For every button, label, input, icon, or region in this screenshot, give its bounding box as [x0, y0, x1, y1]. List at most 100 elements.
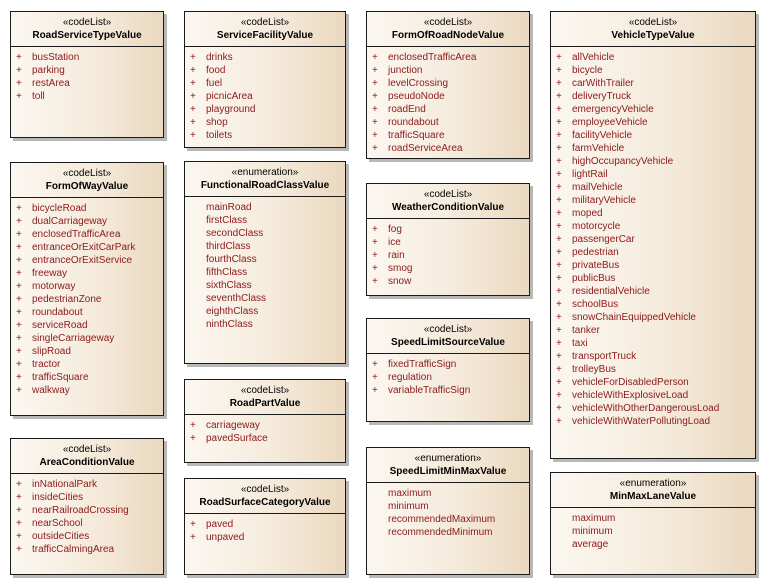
class-attribute[interactable]: +roadEnd — [367, 103, 529, 116]
class-attribute[interactable]: recommendedMinimum — [367, 526, 529, 539]
class-attribute[interactable]: +roundabout — [11, 306, 163, 319]
class-attribute[interactable]: +vehicleWithWaterPollutingLoad — [551, 415, 755, 428]
class-attribute[interactable]: +rain — [367, 249, 529, 262]
class-attribute[interactable]: +tanker — [551, 324, 755, 337]
class-attribute[interactable]: +variableTrafficSign — [367, 384, 529, 397]
class-attribute[interactable]: ninthClass — [185, 318, 345, 331]
class-road-service-type-value[interactable]: «codeList»RoadServiceTypeValue+busStatio… — [10, 11, 164, 138]
class-attribute[interactable]: +employeeVehicle — [551, 116, 755, 129]
class-attribute[interactable]: firstClass — [185, 214, 345, 227]
class-attribute[interactable]: +trafficCalmingArea — [11, 543, 163, 556]
class-attribute[interactable]: +enclosedTrafficArea — [11, 228, 163, 241]
class-attribute[interactable]: +regulation — [367, 371, 529, 384]
class-attribute[interactable]: +motorcycle — [551, 220, 755, 233]
class-attribute[interactable]: +publicBus — [551, 272, 755, 285]
class-attribute[interactable]: seventhClass — [185, 292, 345, 305]
class-attribute[interactable]: +entranceOrExitCarPark — [11, 241, 163, 254]
class-attribute[interactable]: +tractor — [11, 358, 163, 371]
class-attribute[interactable]: +vehicleWithExplosiveLoad — [551, 389, 755, 402]
class-attribute[interactable]: +toll — [11, 90, 163, 103]
class-attribute[interactable]: +pseudoNode — [367, 90, 529, 103]
class-attribute[interactable]: +vehicleWithOtherDangerousLoad — [551, 402, 755, 415]
class-attribute[interactable]: +transportTruck — [551, 350, 755, 363]
class-attribute[interactable]: +vehicleForDisabledPerson — [551, 376, 755, 389]
class-attribute[interactable]: +motorway — [11, 280, 163, 293]
class-attribute[interactable]: +restArea — [11, 77, 163, 90]
class-attribute[interactable]: +singleCarriageway — [11, 332, 163, 345]
class-attribute[interactable]: +slipRoad — [11, 345, 163, 358]
class-attribute[interactable]: minimum — [551, 525, 755, 538]
class-attribute[interactable]: +unpaved — [185, 531, 345, 544]
class-attribute[interactable]: +carWithTrailer — [551, 77, 755, 90]
class-road-part-value[interactable]: «codeList»RoadPartValue+carriageway+pave… — [184, 379, 346, 463]
class-area-condition-value[interactable]: «codeList»AreaConditionValue+inNationalP… — [10, 438, 164, 575]
class-attribute[interactable]: minimum — [367, 500, 529, 513]
class-attribute[interactable]: +enclosedTrafficArea — [367, 51, 529, 64]
class-attribute[interactable]: +taxi — [551, 337, 755, 350]
class-attribute[interactable]: +playground — [185, 103, 345, 116]
class-attribute[interactable]: +farmVehicle — [551, 142, 755, 155]
class-attribute[interactable]: +picnicArea — [185, 90, 345, 103]
class-attribute[interactable]: eighthClass — [185, 305, 345, 318]
class-attribute[interactable]: fifthClass — [185, 266, 345, 279]
class-attribute[interactable]: +allVehicle — [551, 51, 755, 64]
class-attribute[interactable]: +parking — [11, 64, 163, 77]
class-speed-limit-source-value[interactable]: «codeList»SpeedLimitSourceValue+fixedTra… — [366, 318, 530, 422]
class-attribute[interactable]: +paved — [185, 518, 345, 531]
class-attribute[interactable]: +emergencyVehicle — [551, 103, 755, 116]
class-attribute[interactable]: +schoolBus — [551, 298, 755, 311]
class-attribute[interactable]: +bicycleRoad — [11, 202, 163, 215]
class-attribute[interactable]: +smog — [367, 262, 529, 275]
class-attribute[interactable]: +deliveryTruck — [551, 90, 755, 103]
class-attribute[interactable]: +fixedTrafficSign — [367, 358, 529, 371]
class-attribute[interactable]: +nearRailroadCrossing — [11, 504, 163, 517]
class-attribute[interactable]: +passengerCar — [551, 233, 755, 246]
class-attribute[interactable]: +outsideCities — [11, 530, 163, 543]
class-attribute[interactable]: +fuel — [185, 77, 345, 90]
class-attribute[interactable]: +highOccupancyVehicle — [551, 155, 755, 168]
class-attribute[interactable]: average — [551, 538, 755, 551]
class-weather-condition-value[interactable]: «codeList»WeatherConditionValue+fog+ice+… — [366, 183, 530, 296]
class-attribute[interactable]: +entranceOrExitService — [11, 254, 163, 267]
class-attribute[interactable]: maximum — [367, 487, 529, 500]
class-attribute[interactable]: +toilets — [185, 129, 345, 142]
class-service-facility-value[interactable]: «codeList»ServiceFacilityValue+drinks+fo… — [184, 11, 346, 148]
class-attribute[interactable]: +fog — [367, 223, 529, 236]
class-attribute[interactable]: +inNationalPark — [11, 478, 163, 491]
class-attribute[interactable]: +residentialVehicle — [551, 285, 755, 298]
class-attribute[interactable]: +busStation — [11, 51, 163, 64]
class-attribute[interactable]: +levelCrossing — [367, 77, 529, 90]
class-attribute[interactable]: +roundabout — [367, 116, 529, 129]
class-road-surface-category-value[interactable]: «codeList»RoadSurfaceCategoryValue+paved… — [184, 478, 346, 575]
class-attribute[interactable]: +freeway — [11, 267, 163, 280]
class-attribute[interactable]: mainRoad — [185, 201, 345, 214]
class-attribute[interactable]: +pedestrian — [551, 246, 755, 259]
class-attribute[interactable]: fourthClass — [185, 253, 345, 266]
class-attribute[interactable]: +snowChainEquippedVehicle — [551, 311, 755, 324]
class-attribute[interactable]: +mailVehicle — [551, 181, 755, 194]
class-attribute[interactable]: +privateBus — [551, 259, 755, 272]
class-attribute[interactable]: +roadServiceArea — [367, 142, 529, 155]
class-form-of-road-node-value[interactable]: «codeList»FormOfRoadNodeValue+enclosedTr… — [366, 11, 530, 159]
class-vehicle-type-value[interactable]: «codeList»VehicleTypeValue+allVehicle+bi… — [550, 11, 756, 459]
class-attribute[interactable]: sixthClass — [185, 279, 345, 292]
class-attribute[interactable]: +facilityVehicle — [551, 129, 755, 142]
class-attribute[interactable]: +carriageway — [185, 419, 345, 432]
class-attribute[interactable]: maximum — [551, 512, 755, 525]
class-attribute[interactable]: +dualCarriageway — [11, 215, 163, 228]
class-attribute[interactable]: +walkway — [11, 384, 163, 397]
class-attribute[interactable]: recommendedMaximum — [367, 513, 529, 526]
class-attribute[interactable]: secondClass — [185, 227, 345, 240]
class-attribute[interactable]: +pedestrianZone — [11, 293, 163, 306]
class-attribute[interactable]: +serviceRoad — [11, 319, 163, 332]
class-attribute[interactable]: +food — [185, 64, 345, 77]
class-attribute[interactable]: +shop — [185, 116, 345, 129]
class-attribute[interactable]: +bicycle — [551, 64, 755, 77]
class-attribute[interactable]: +lightRail — [551, 168, 755, 181]
class-attribute[interactable]: +drinks — [185, 51, 345, 64]
class-attribute[interactable]: +snow — [367, 275, 529, 288]
class-attribute[interactable]: +moped — [551, 207, 755, 220]
